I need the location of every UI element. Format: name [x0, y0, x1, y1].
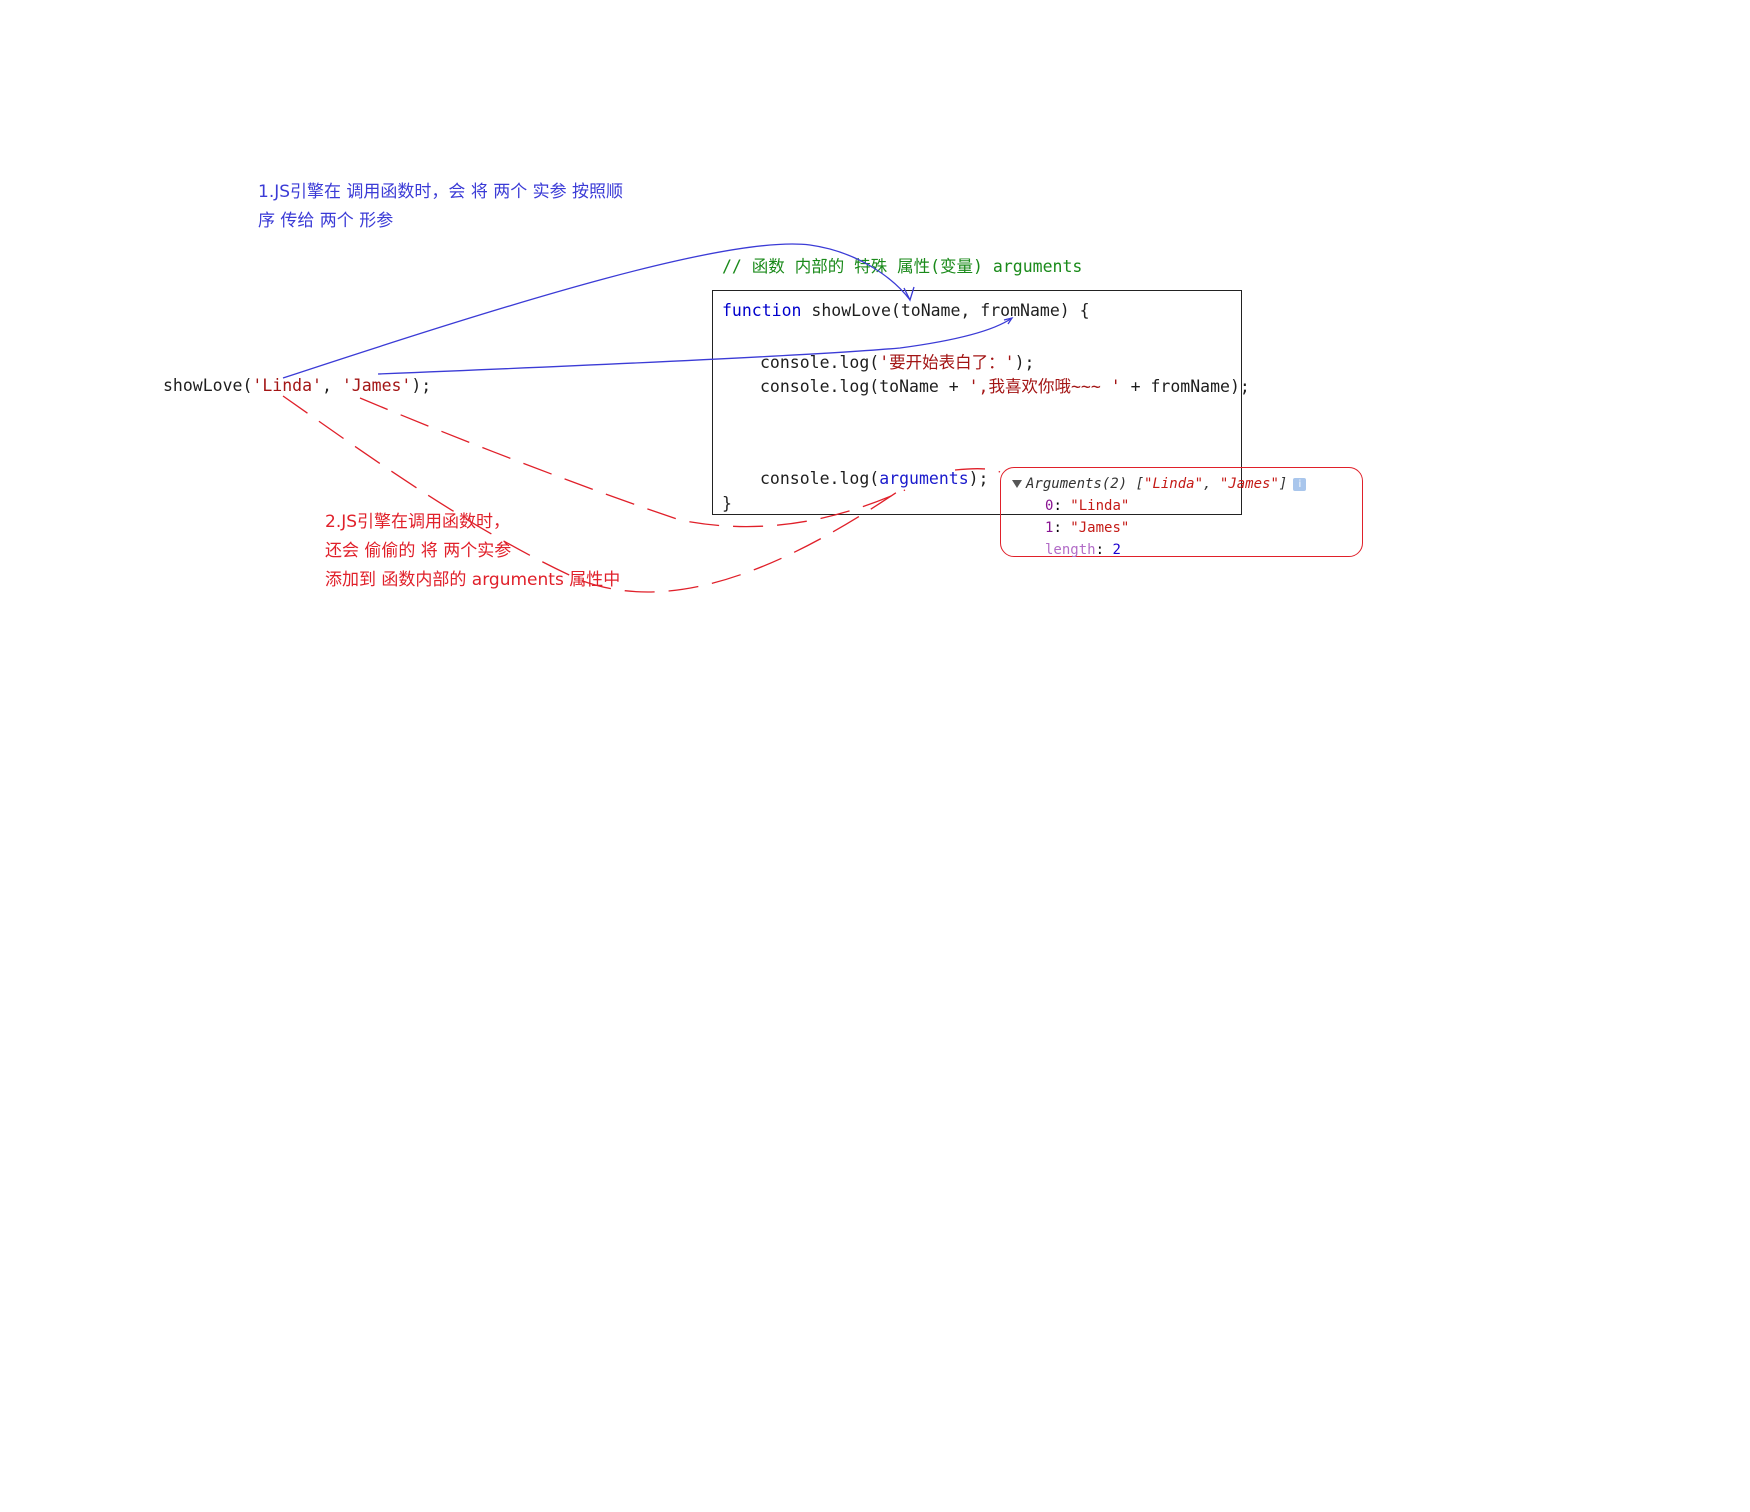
- red-note-line1: 2.JS引擎在调用函数时，: [325, 512, 511, 532]
- expand-triangle-icon[interactable]: [1012, 480, 1022, 488]
- function-call: showLove('Linda', 'James');: [163, 376, 431, 395]
- console-header-v2: "James": [1219, 476, 1279, 492]
- line3-post: );: [968, 469, 989, 488]
- blue-arrowhead-fromName: [1003, 316, 1014, 325]
- keyword-function: function: [722, 301, 802, 320]
- blue-note-line2: 序 传给 两个 形参: [258, 211, 394, 231]
- row1-val: "James": [1070, 520, 1130, 536]
- console-header-v1: "Linda": [1144, 476, 1204, 492]
- blue-note-line1: 1.JS引擎在 调用函数时，会 将 两个 实参 按照顺: [258, 182, 624, 202]
- line2-post: + fromName);: [1120, 377, 1250, 396]
- red-dashed-linda-to-arguments: [282, 395, 901, 593]
- red-note-line2: 还会 偷偷的 将 两个实参: [325, 541, 512, 561]
- signature-text: showLove(toName, fromName) {: [801, 301, 1090, 320]
- code-close-brace: }: [722, 494, 732, 513]
- line1-string: '要开始表白了：': [879, 353, 1015, 372]
- call-arg-james: 'James': [341, 376, 412, 395]
- code-line-2: console.log(toName + ',我喜欢你哦~~~ ' + from…: [760, 373, 1250, 397]
- call-end: );: [411, 376, 432, 395]
- blue-arrowhead-toName: [903, 286, 915, 302]
- length-key: length: [1045, 542, 1096, 558]
- console-header[interactable]: Arguments(2) ["Linda", "James"] i: [1012, 476, 1307, 492]
- code-signature: function showLove(toName, fromName) {: [722, 301, 1090, 320]
- call-sep: ,: [321, 376, 342, 395]
- row0-key: 0: [1045, 498, 1054, 514]
- line2-string: ',我喜欢你哦~~~ ': [968, 377, 1121, 396]
- code-line-3: console.log(arguments);: [760, 469, 989, 488]
- red-note-line3: 添加到 函数内部的 arguments 属性中: [325, 570, 621, 590]
- row0-val: "Linda": [1070, 498, 1130, 514]
- line1-pre: console.log(: [760, 353, 880, 372]
- console-row-length: length: 2: [1045, 542, 1121, 558]
- line3-pre: console.log(: [760, 469, 880, 488]
- length-val: 2: [1112, 542, 1121, 558]
- info-icon: i: [1293, 477, 1307, 491]
- line3-arguments: arguments: [879, 469, 969, 488]
- blue-arrow-linda-to-toName: [282, 243, 911, 379]
- call-arg-linda: 'Linda': [252, 376, 322, 395]
- function-code-box: [712, 290, 1242, 515]
- blue-arrow-james-to-fromName: [377, 317, 1013, 375]
- console-header-sep: ,: [1203, 476, 1220, 492]
- red-dashed-to-console: [954, 468, 1001, 473]
- line2-pre: console.log(toName +: [760, 377, 969, 396]
- console-output-box: [1000, 467, 1363, 557]
- console-row-1: 1: "James": [1045, 520, 1129, 536]
- console-header-end: ]: [1278, 476, 1288, 492]
- console-row-0: 0: "Linda": [1045, 498, 1129, 514]
- row1-key: 1: [1045, 520, 1054, 536]
- row0-colon: :: [1053, 498, 1071, 514]
- console-header-label: Arguments(2) [: [1026, 476, 1145, 492]
- code-line-1: console.log('要开始表白了：');: [760, 349, 1034, 373]
- call-fn: showLove(: [163, 376, 253, 395]
- red-dashed-james-to-arguments: [359, 397, 906, 528]
- row1-colon: :: [1053, 520, 1071, 536]
- length-colon: :: [1095, 542, 1113, 558]
- line1-post: );: [1014, 353, 1035, 372]
